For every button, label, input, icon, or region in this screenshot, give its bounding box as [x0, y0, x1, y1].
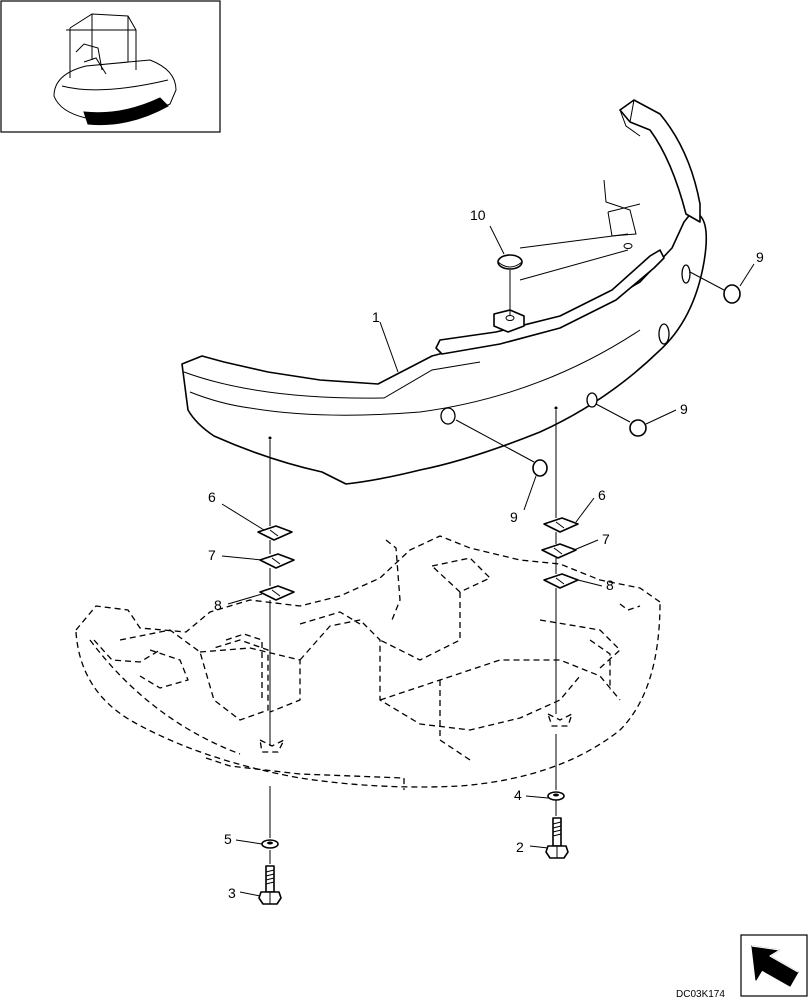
shim-stack-right: [541, 517, 579, 589]
leader-lines: [221, 225, 755, 897]
plug-side: [629, 419, 647, 437]
callout-labels: 1 10 9 9 9 6 7 8 6 7 8 4 2 5 3: [208, 207, 764, 901]
excavator-thumbnail-icon: [53, 13, 177, 126]
view-direction-arrow-icon: [751, 945, 799, 987]
bolt-left: [258, 865, 282, 905]
callout-9-lower: 9: [510, 509, 518, 525]
callout-6-left: 6: [208, 489, 216, 505]
shim-stack-left: [257, 525, 295, 601]
callout-6-right: 6: [598, 487, 606, 503]
callout-7-left: 7: [208, 547, 216, 563]
plug-lower: [532, 459, 548, 477]
callout-9-middle: 9: [680, 401, 688, 417]
upper-frame-phantom: [75, 535, 661, 790]
callout-8-left: 8: [214, 597, 222, 613]
bolt-right: [545, 817, 569, 859]
callout-7-right: 7: [602, 531, 610, 547]
callout-1: 1: [372, 309, 380, 325]
assembly-lines: [269, 233, 725, 864]
navigation-arrow-box[interactable]: [740, 934, 808, 997]
machine-location-inset: [0, 0, 221, 133]
callout-8-right: 8: [606, 577, 614, 593]
plug-right: [723, 284, 741, 304]
document-id: DC03K174: [676, 989, 725, 1000]
callout-9-right: 9: [756, 249, 764, 265]
washer-right: [547, 791, 565, 801]
callout-2: 2: [516, 839, 524, 855]
callout-10: 10: [470, 207, 486, 223]
plug-top: [497, 254, 523, 270]
callout-4: 4: [514, 787, 522, 803]
callout-3: 3: [228, 885, 236, 901]
washer-left: [261, 839, 279, 849]
callout-5: 5: [224, 831, 232, 847]
counterweight: [181, 99, 708, 485]
